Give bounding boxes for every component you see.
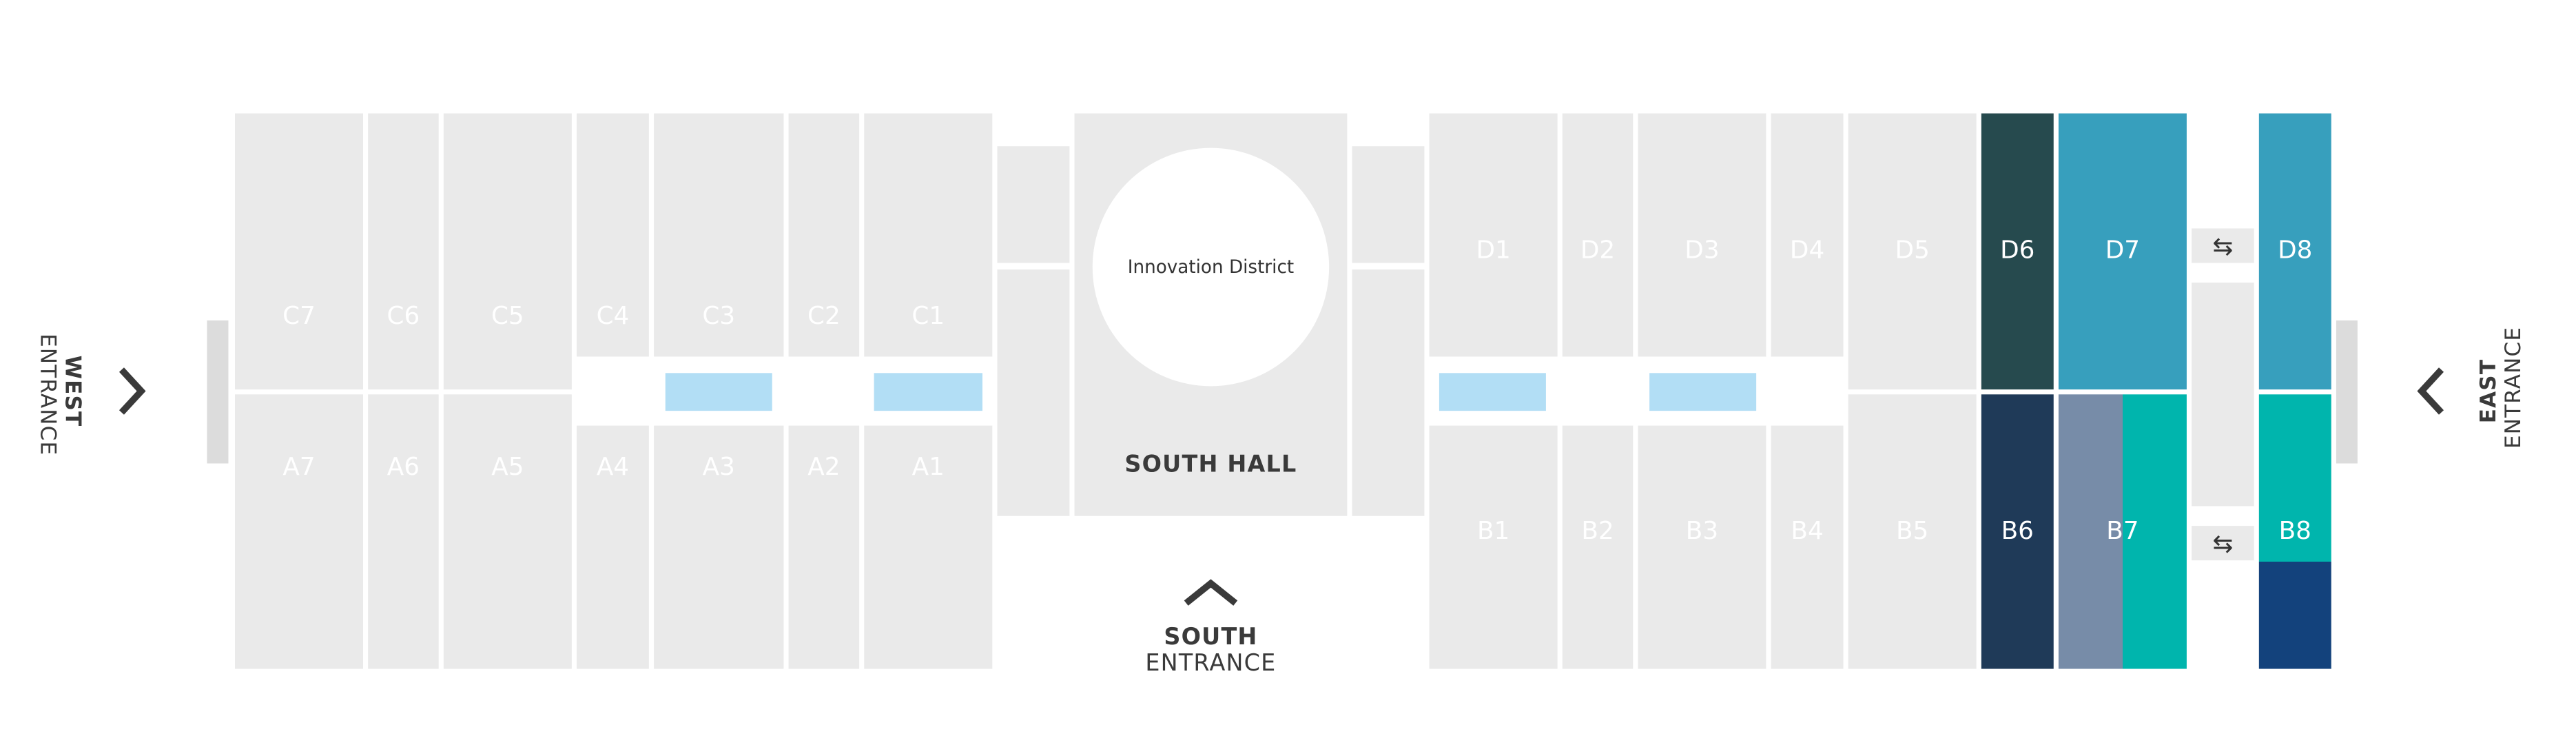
booth-b4[interactable]: B4: [1771, 425, 1844, 669]
east-label-line1: EAST: [2477, 358, 2502, 424]
south-label-line1: SOUTH: [1164, 624, 1258, 651]
corridor-marker: [1439, 373, 1546, 411]
booth-label: A2: [807, 451, 841, 482]
booth-b5[interactable]: B5: [1848, 394, 1977, 669]
innovation-district[interactable]: Innovation District: [1092, 147, 1330, 387]
booth-a4[interactable]: A4: [576, 425, 649, 669]
swap-arrows-icon: ⇆: [2212, 231, 2234, 260]
west-label-line2: ENTRANCE: [34, 334, 59, 456]
booth-label: C6: [387, 300, 420, 331]
booth-a3[interactable]: A3: [654, 425, 784, 669]
booth-label: B2: [1581, 515, 1614, 546]
chevron-left-icon: [2417, 367, 2444, 415]
corridor-marker: [874, 373, 982, 411]
booth-label: C7: [282, 300, 316, 331]
booth-c3[interactable]: C3: [654, 113, 784, 357]
side-room[interactable]: [997, 146, 1070, 263]
booth-label: D1: [1476, 234, 1511, 265]
booth-label: B3: [1685, 515, 1719, 546]
booth-label: D7: [2105, 234, 2141, 265]
booth-c6[interactable]: C6: [368, 113, 439, 390]
booth-label: C4: [596, 300, 630, 331]
booth-d2[interactable]: D2: [1562, 113, 1634, 357]
booth-label: A1: [911, 451, 945, 482]
booth-c7[interactable]: C7: [234, 113, 363, 390]
booth-d4[interactable]: D4: [1771, 113, 1844, 357]
booth-label: A6: [387, 451, 420, 482]
side-room[interactable]: [1352, 146, 1425, 263]
booth-d5[interactable]: D5: [1848, 113, 1977, 390]
booth-c1[interactable]: C1: [864, 113, 993, 357]
transfer-top[interactable]: ⇆: [2192, 228, 2254, 263]
west-label-line1: WEST: [59, 355, 84, 427]
booth-d8[interactable]: D8: [2258, 113, 2331, 390]
west-entrance-label: WEST ENTRANCE: [34, 334, 84, 456]
booth-label: B7: [2106, 515, 2139, 546]
booth-label: A4: [596, 451, 630, 482]
booth-b1[interactable]: B1: [1429, 425, 1558, 669]
booth-label: C5: [491, 300, 524, 331]
booth-label: D2: [1580, 234, 1616, 265]
booth-c5[interactable]: C5: [443, 113, 572, 390]
booth-label: D3: [1684, 234, 1720, 265]
booth-b7[interactable]: B7: [2058, 394, 2187, 669]
east-label-line2: ENTRANCE: [2502, 326, 2527, 449]
south-label-line2: ENTRANCE: [1145, 651, 1277, 677]
booth-label: C3: [702, 300, 736, 331]
chevron-right-icon: [119, 367, 146, 415]
transfer-bottom[interactable]: ⇆: [2192, 526, 2254, 561]
booth-c2[interactable]: C2: [788, 113, 860, 357]
booth-label: A5: [491, 451, 524, 482]
booth-label: C1: [911, 300, 945, 331]
booth-d7[interactable]: D7: [2058, 113, 2187, 390]
booth-b3[interactable]: B3: [1638, 425, 1766, 669]
corridor-marker: [1649, 373, 1757, 411]
booth-b6[interactable]: B6: [1981, 394, 2054, 669]
corridor-marker: [665, 373, 772, 411]
booth-label: B4: [1791, 515, 1824, 546]
passage-room[interactable]: [2192, 283, 2254, 507]
south-hall[interactable]: Innovation District SOUTH HALL: [1074, 113, 1348, 516]
booth-a5[interactable]: A5: [443, 394, 572, 669]
booth-a6[interactable]: A6: [368, 394, 439, 669]
booth-label: B6: [2001, 515, 2034, 546]
chevron-up-icon: [1184, 579, 1238, 606]
booth-label: A7: [282, 451, 316, 482]
south-hall-label: SOUTH HALL: [1124, 451, 1297, 478]
booth-label: D6: [2000, 234, 2035, 265]
booth-c4[interactable]: C4: [576, 113, 649, 357]
booth-label: D5: [1895, 234, 1930, 265]
booth-label: D8: [2278, 234, 2313, 265]
east-gate[interactable]: [2336, 320, 2358, 464]
booth-d3[interactable]: D3: [1638, 113, 1766, 357]
booth-b8[interactable]: B8: [2258, 394, 2331, 669]
booth-label: D4: [1789, 234, 1825, 265]
booth-label: B1: [1476, 515, 1510, 546]
east-entrance-label: EAST ENTRANCE: [2477, 326, 2527, 449]
booth-label: C2: [807, 300, 841, 331]
side-room[interactable]: [1352, 269, 1425, 516]
south-entrance-label: SOUTH ENTRANCE: [1129, 624, 1292, 677]
booth-d1[interactable]: D1: [1429, 113, 1558, 357]
swap-arrows-icon: ⇆: [2212, 528, 2234, 558]
side-room[interactable]: [997, 269, 1070, 516]
booth-a7[interactable]: A7: [234, 394, 363, 669]
booth-b2[interactable]: B2: [1562, 425, 1634, 669]
innovation-district-label: Innovation District: [1127, 256, 1295, 278]
booth-label: A3: [702, 451, 735, 482]
booth-label: B5: [1896, 515, 1929, 546]
booth-d6[interactable]: D6: [1981, 113, 2054, 390]
booth-a1[interactable]: A1: [864, 425, 993, 669]
booth-label: B8: [2278, 515, 2311, 546]
west-gate[interactable]: [207, 320, 229, 464]
booth-a2[interactable]: A2: [788, 425, 860, 669]
